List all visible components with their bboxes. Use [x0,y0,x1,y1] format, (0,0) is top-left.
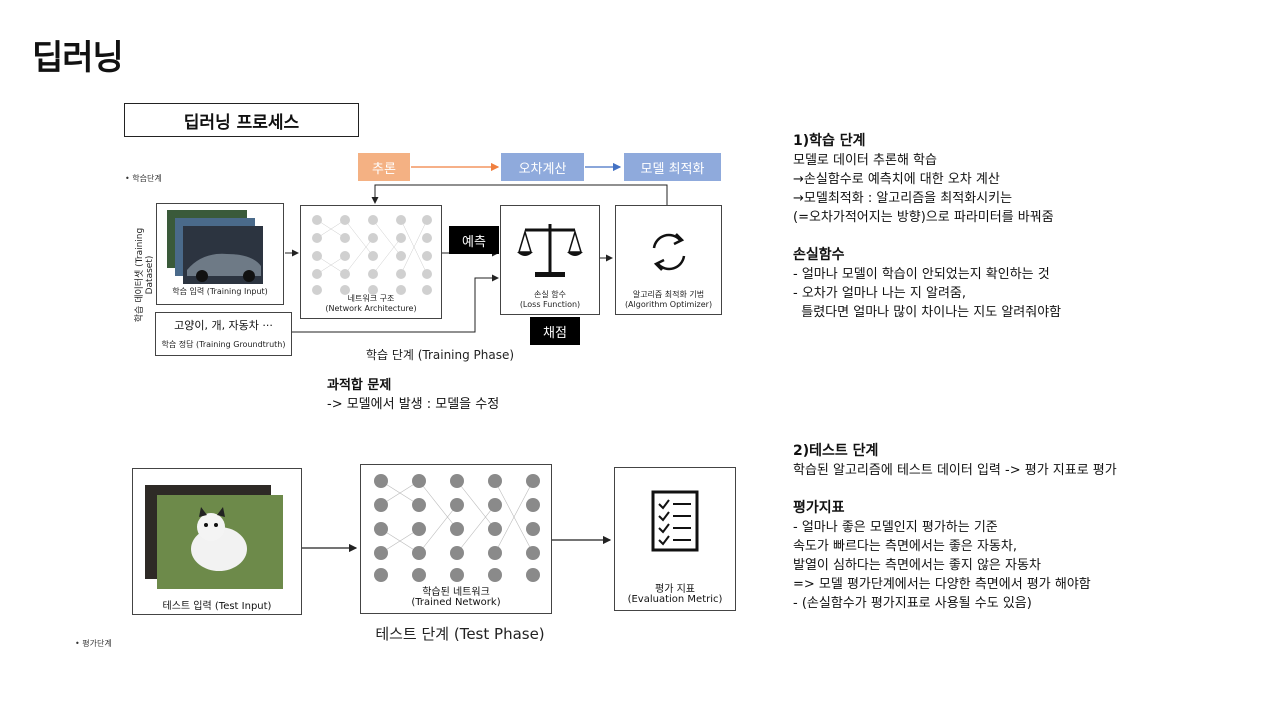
side-training-heading: 1)학습 단계 [793,133,866,149]
side-training-notes: 1)학습 단계 모델로 데이터 추론해 학습 →손실함수로 예측치에 대한 오차… [793,132,1263,322]
metric-label-ko: 평가 지표 [655,584,695,595]
network-label-ko: 네트워크 구조 [347,294,395,303]
side-training-line: →손실함수로 예측치에 대한 오차 계산 [793,172,1000,187]
loss-line: - 얼마나 모델이 학습이 안되었는지 확인하는 것 [793,267,1050,282]
overfit-line2: -> 모델에서 발생 : 모델을 수정 [327,397,500,412]
metric-line: => 모델 평가단계에서는 다양한 측면에서 평가 해야함 [793,577,1091,592]
training-input-label: 학습 입력 (Training Input) [172,287,268,296]
loss-frame: 손실 함수 (Loss Function) [500,205,600,315]
training-phase-label: 학습 단계 (Training Phase) [365,348,515,362]
metric-line: 발열이 심하다는 측면에서는 좋지 않은 자동차 [793,558,1041,573]
metric-frame: 평가 지표 (Evaluation Metric) [614,467,736,611]
test-connectors [300,535,612,553]
test-diagram: 테스트 입력 (Test Input) 학습된 네트워크 (Trained Ne… [130,460,750,650]
test-bullet: • 평가단계 [75,639,112,648]
network-frame: 네트워크 구조 (Network Architecture) [300,205,442,319]
metric-heading: 평가지표 [793,500,845,516]
overfit-line1: 과적합 문제 [327,378,392,393]
refresh-icon [652,233,686,271]
overfit-note: 과적합 문제 -> 모델에서 발생 : 모델을 수정 [327,376,499,414]
groundtruth-text: 고양이, 개, 자동차 ··· [174,319,273,332]
car-images [167,210,263,284]
metric-label-en: (Evaluation Metric) [627,594,723,605]
metric-line: 속도가 빠르다는 측면에서는 좋은 자동차, [793,539,1017,554]
loss-label-en: (Loss Function) [519,300,581,309]
tag-model-optimize: 모델 최적화 [624,153,721,181]
arrow-feedback [371,184,668,205]
tag-grade: 채점 [530,317,580,345]
arrow-groundtruth-loss [290,274,499,333]
training-bullet-text: 학습단계 [132,174,162,183]
process-title-box: 딥러닝 프로세스 [124,103,359,137]
trained-network-label-ko: 학습된 네트워크 [422,587,490,598]
trained-network-label-en: (Trained Network) [411,597,501,608]
test-bullet-text: 평가단계 [82,639,112,648]
trained-network-frame: 학습된 네트워크 (Trained Network) [360,464,552,614]
dataset-label: 학습 데이터셋 (Training Dataset) [135,227,155,323]
tag-predict: 예측 [449,226,499,254]
test-input-label: 테스트 입력 (Test Input) [162,601,272,612]
dog-image [145,485,283,589]
metric-line: - 얼마나 좋은 모델인지 평가하는 기준 [793,520,998,535]
checklist-icon [651,490,699,552]
loss-heading: 손실함수 [793,247,845,263]
side-test-heading: 2)테스트 단계 [793,443,879,459]
optimizer-label-ko: 알고리즘 최적화 기법 [632,290,705,299]
page-title: 딥러닝 [32,38,124,78]
groundtruth-frame: 고양이, 개, 자동차 ··· 학습 정답 (Training Groundtr… [155,312,292,356]
training-bullet: • 학습단계 [125,174,162,183]
optimizer-frame: 알고리즘 최적화 기법 (Algorithm Optimizer) [615,205,722,315]
network-label-en: (Network Architecture) [325,304,417,313]
network-graph [312,215,432,295]
training-input-frame: 학습 입력 (Training Input) [156,203,284,305]
side-training-line: →모델최적화 : 알고리즘을 최적화시키는 [793,191,1013,206]
groundtruth-label: 학습 정답 (Training Groundtruth) [161,340,286,349]
test-phase-label: 테스트 단계 (Test Phase) [375,625,545,643]
scale-icon [517,224,583,277]
loss-label-ko: 손실 함수 [534,290,566,299]
side-test-notes: 2)테스트 단계 학습된 알고리즘에 테스트 데이터 입력 -> 평가 지표로 … [793,442,1263,613]
optimizer-label-en: (Algorithm Optimizer) [624,300,713,309]
metric-line: - (손실함수가 평가지표로 사용될 수도 있음) [793,596,1032,611]
trained-network-graph [374,474,540,582]
test-input-frame: 테스트 입력 (Test Input) [132,468,302,615]
training-diagram: 추론 오차계산 모델 최적화 예측 채점 학습 데이터셋 (Training D… [120,145,740,375]
loss-line: - 오차가 얼마나 나는 지 알려줌, [793,286,967,301]
side-training-line: (=오차가적어지는 방향)으로 파라미터를 바꿔줌 [793,210,1054,225]
side-test-line: 학습된 알고리즘에 테스트 데이터 입력 -> 평가 지표로 평가 [793,463,1117,478]
tag-inference: 추론 [358,153,410,181]
loss-line: 틀렸다면 얼마나 많이 차이나는 지도 알려줘야함 [793,305,1062,320]
side-training-line: 모델로 데이터 추론해 학습 [793,153,937,168]
tag-error-calc: 오차계산 [501,153,584,181]
